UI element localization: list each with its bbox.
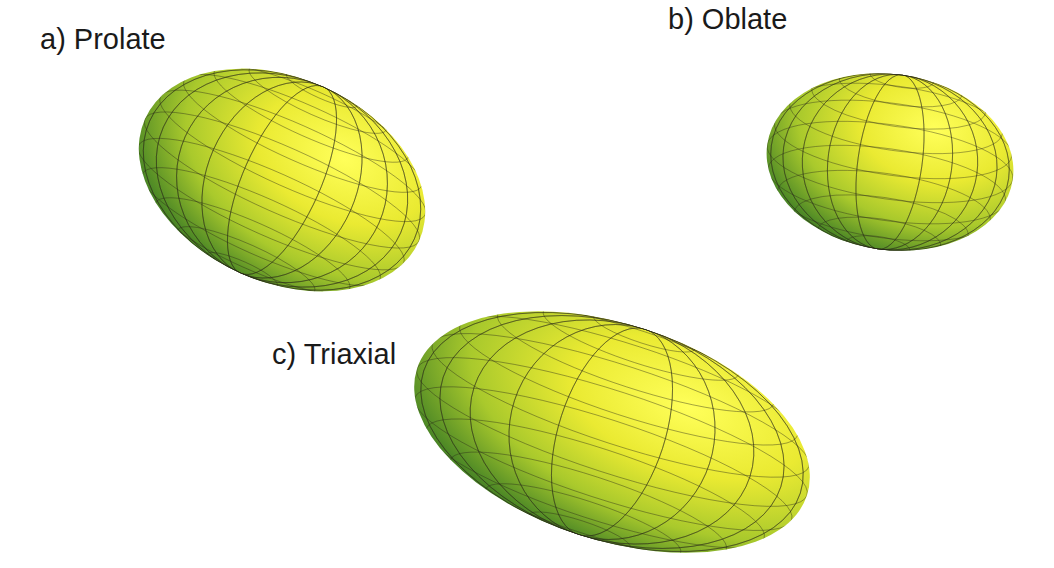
meridian-line [241,87,324,273]
meridian-line [528,313,696,551]
meridian-line [846,70,934,253]
meridian-line [144,44,421,317]
parallel-line [590,306,698,359]
meridian-line [144,44,421,317]
parallel-line [131,148,392,306]
parallel-line [126,116,417,292]
parallel-line [416,395,776,568]
parallel-line [449,292,809,469]
meridian-line [390,268,833,568]
parallel-line [489,287,783,432]
parallel-line [243,54,393,145]
parallel-line [763,132,1010,236]
parallel-line [147,68,438,244]
ellipsoid-body [755,58,1025,267]
meridian-line [878,75,902,249]
mesh-lines [382,259,843,568]
parallel-line [442,432,736,568]
triaxial-ellipsoid [382,259,843,568]
parallel-line [203,246,281,293]
panel-label: a) Prolate [40,22,166,57]
parallel-line [146,181,359,310]
oblate-ellipsoid [754,51,1026,273]
ellipsoid-body [384,266,841,568]
meridian-line [108,28,456,332]
parallel-line [526,505,634,558]
meridian-line [410,274,814,568]
meridian-line [528,313,696,551]
meridian-line [481,298,743,567]
meridian-line [410,274,814,568]
parallel-line [132,89,433,271]
meridian-line [205,71,359,289]
meridian-line [172,56,392,303]
meridian-line [205,71,359,289]
parallel-line [404,330,819,535]
prolate-ellipsoid [101,21,462,339]
ellipsoid-body [103,26,460,334]
meridian-line [122,34,442,326]
meridian-line [791,63,989,262]
parallel-line [420,307,821,505]
parallel-line [785,72,1007,166]
parallel-line [815,210,943,264]
meridian-line [481,298,743,567]
meridian-line [759,58,1021,266]
meridian-line [122,34,442,326]
panel-label: b) Oblate [668,2,787,37]
parallel-line [537,292,745,394]
meridian-line [771,60,1008,264]
parallel-line [403,360,804,558]
meridian-line [108,28,456,332]
parallel-line [773,159,995,253]
meridian-line [846,70,934,253]
mesh-lines [101,21,462,339]
parallel-line [845,232,911,260]
meridian-line [771,60,1008,264]
parallel-line [172,54,433,212]
meridian-line [579,329,646,534]
parallel-line [770,87,1017,191]
parallel-line [791,185,972,261]
meridian-line [390,268,833,568]
parallel-line [479,470,687,568]
panel-label: c) Triaxial [272,337,396,372]
parallel-line [171,215,321,306]
parallel-line [205,50,418,179]
parallel-line [869,64,935,92]
meridian-line [172,56,392,303]
parallel-line [762,108,1018,216]
mesh-lines [754,51,1026,273]
meridian-line [759,58,1021,266]
meridian-line [791,63,989,262]
